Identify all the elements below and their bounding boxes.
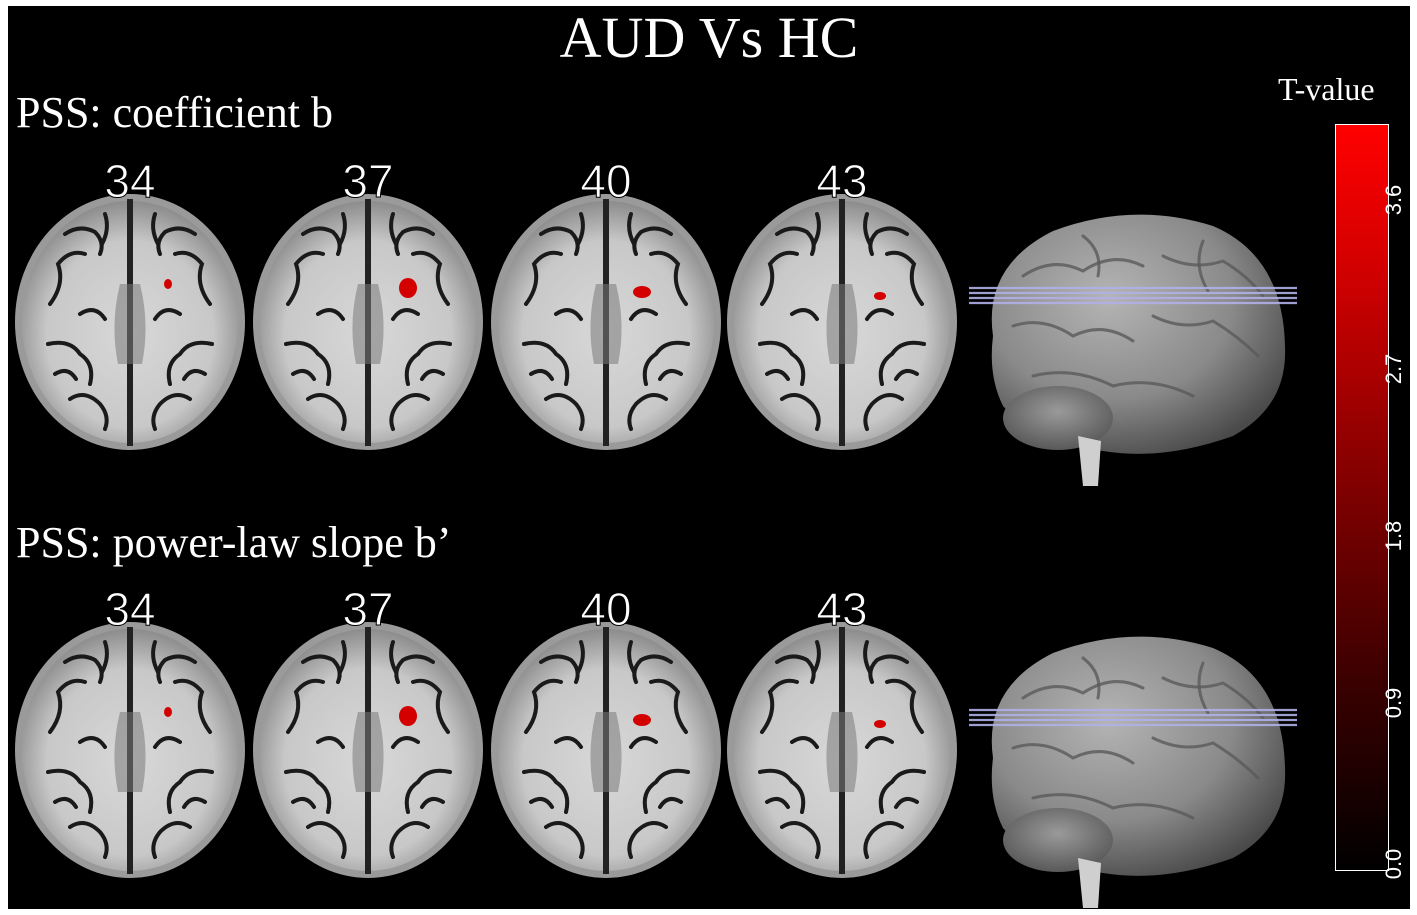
axial-slice: 34	[10, 582, 250, 882]
brain-3d-render	[963, 618, 1303, 909]
slice-number: 43	[816, 155, 868, 207]
colorbar-tick-label: 2.7	[1381, 353, 1406, 385]
colorbar-tick-label: 3.6	[1381, 184, 1406, 216]
row-title-power-law-slope: PSS: power-law slope b’	[16, 518, 452, 567]
axial-slice: 43	[722, 154, 962, 454]
axial-slice: 43	[722, 582, 962, 882]
colorbar-tick-label: 0.0	[1381, 848, 1406, 880]
axial-slice: 40	[486, 154, 726, 454]
slice-number: 34	[104, 155, 156, 207]
row-title-coefficient-b: PSS: coefficient b	[16, 88, 333, 137]
slice-number: 40	[580, 155, 632, 207]
slice-number: 43	[816, 583, 868, 635]
colorbar	[1335, 124, 1389, 871]
figure-panel: AUD Vs HC PSS: coefficient b PSS: power-…	[8, 6, 1410, 909]
colorbar-tick-label: 0.9	[1381, 687, 1406, 719]
axial-slice: 37	[248, 154, 488, 454]
axial-slice: 37	[248, 582, 488, 882]
axial-slice: 34	[10, 154, 250, 454]
colorbar-title: T-value	[1278, 71, 1375, 107]
slice-number: 37	[342, 155, 394, 207]
slice-number: 37	[342, 583, 394, 635]
colorbar-tick-label: 1.8	[1381, 520, 1406, 552]
slice-number: 34	[104, 583, 156, 635]
brain-3d-render	[963, 196, 1303, 496]
figure-title: AUD Vs HC	[559, 6, 859, 70]
slice-number: 40	[580, 583, 632, 635]
axial-slice: 40	[486, 582, 726, 882]
